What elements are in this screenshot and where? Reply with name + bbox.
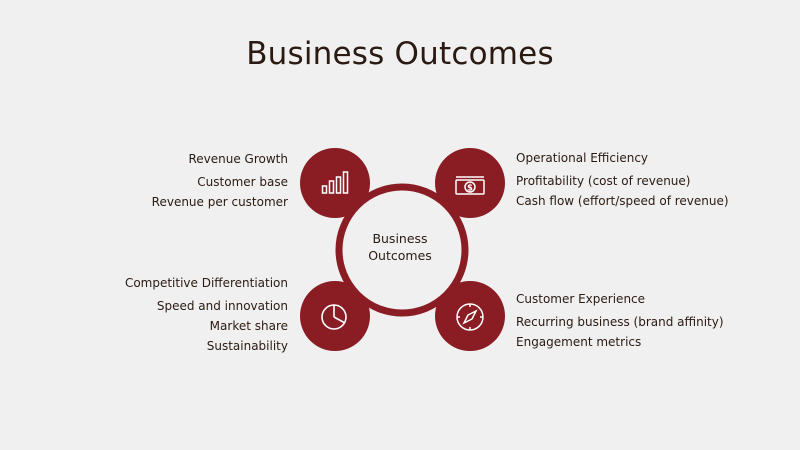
group-item: Speed and innovation (156, 299, 288, 313)
customer-experience-group: Customer Experience Recurring business (… (516, 289, 724, 352)
group-heading: Revenue Growth (188, 152, 288, 166)
group-item: Customer base (197, 175, 288, 189)
group-item: Recurring business (brand affinity) (516, 315, 724, 329)
group-item: Sustainability (206, 339, 288, 353)
center-label-line1: Business (372, 231, 428, 246)
operational-efficiency-group: Operational Efficiency Profitability (co… (516, 148, 729, 211)
competitive-differentiation-circle (300, 281, 370, 351)
group-item: Cash flow (effort/speed of revenue) (516, 194, 729, 208)
page-title: Business Outcomes (246, 36, 554, 72)
center-label-line2: Outcomes (368, 248, 432, 263)
operational-efficiency-circle (435, 148, 505, 218)
revenue-growth-circle (300, 148, 370, 218)
bar-chart-icon (321, 171, 349, 194)
revenue-growth-group: Revenue Growth Customer base Revenue per… (152, 149, 288, 212)
group-item: Revenue per customer (151, 195, 288, 209)
group-item: Profitability (cost of revenue) (516, 174, 691, 188)
group-item: Market share (209, 319, 288, 333)
group-heading: Competitive Differentiation (124, 276, 288, 290)
money-icon: $ (455, 176, 485, 195)
pie-chart-icon (321, 304, 347, 330)
group-heading: Customer Experience (516, 292, 646, 306)
center-label: Business Outcomes (340, 230, 460, 264)
compass-icon (456, 303, 484, 331)
competitive-differentiation-group: Competitive Differentiation Speed and in… (125, 273, 288, 356)
center-ring (335, 183, 469, 317)
customer-experience-circle (435, 281, 505, 351)
group-item: Engagement metrics (516, 335, 642, 349)
svg-text:$: $ (467, 184, 473, 194)
group-heading: Operational Efficiency (516, 151, 649, 165)
